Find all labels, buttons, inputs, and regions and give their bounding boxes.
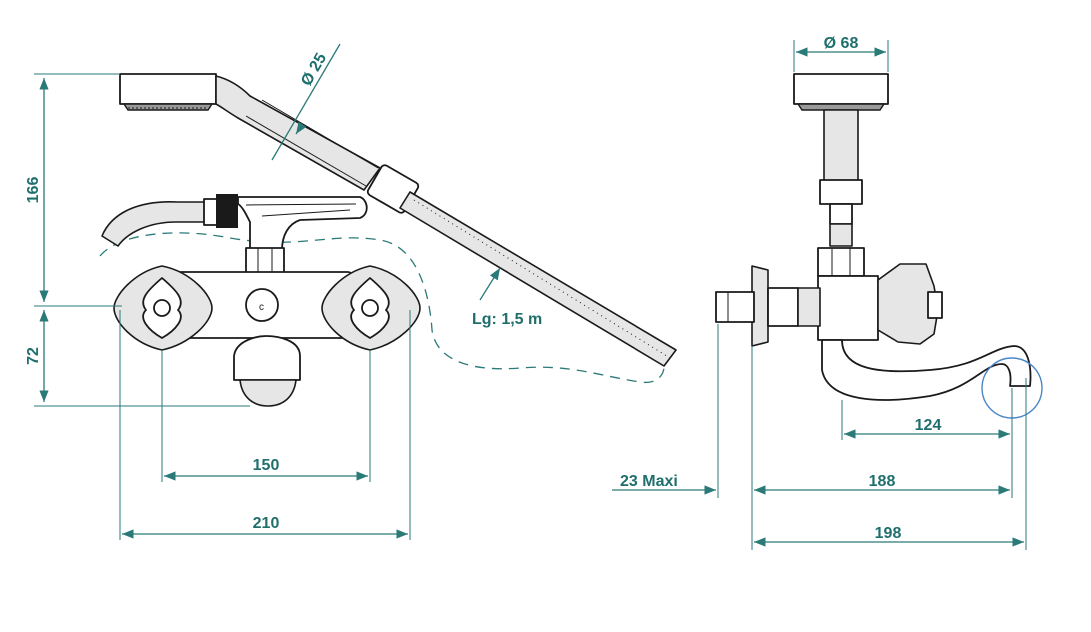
label-hose-length: Lg: 1,5 m [472, 311, 542, 328]
label-23-maxi: 23 Maxi [620, 473, 678, 490]
side-handle [823, 109, 859, 183]
front-view: c [99, 73, 677, 407]
left-handle [113, 265, 213, 351]
bath-spout [101, 201, 207, 247]
svg-text:c: c [259, 302, 264, 313]
label-72: 72 [25, 347, 42, 365]
center-cap [245, 288, 279, 322]
label-210: 210 [253, 515, 280, 532]
label-150: 150 [253, 457, 280, 474]
hand-shower-handle [215, 75, 381, 191]
body-connector [245, 247, 285, 275]
bottom-outlet [233, 335, 301, 381]
outlet-aerator [239, 379, 297, 407]
label-188: 188 [869, 473, 896, 490]
bath-outline [99, 232, 666, 384]
side-shower-head [793, 73, 889, 105]
side-mixer-body [817, 275, 879, 341]
side-right-handle [877, 263, 939, 345]
side-spout [821, 339, 1032, 401]
spout-nut [216, 194, 238, 228]
front-dimensions: 166 72 150 210 Ø 25 Lg: 1,5 m [25, 43, 542, 540]
side-dimensions: Ø 68 124 23 Maxi 188 198 [612, 35, 1027, 550]
label-166: 166 [25, 177, 42, 204]
diverter-body [237, 196, 368, 251]
shower-hose [399, 191, 677, 367]
label-124: 124 [915, 417, 942, 434]
label-diameter-68: Ø 68 [824, 35, 859, 52]
wall-connector [715, 291, 755, 323]
spout-collar [203, 198, 219, 226]
hand-shower-head [119, 73, 217, 111]
side-view [715, 73, 1043, 419]
label-198: 198 [875, 525, 902, 542]
